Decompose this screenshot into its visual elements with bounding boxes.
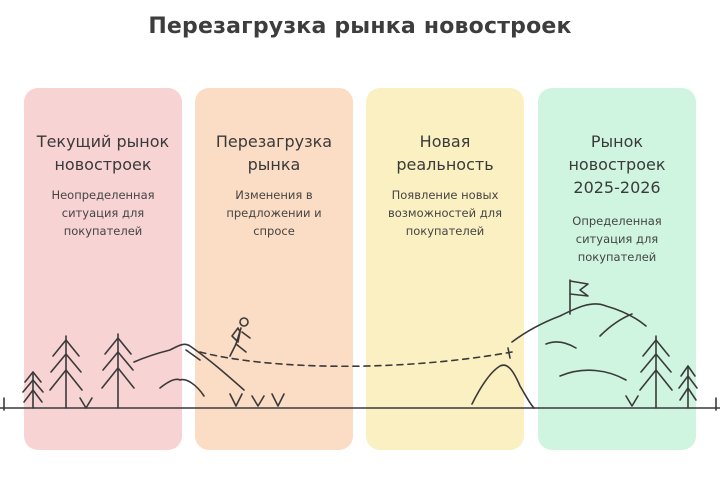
hill-icon xyxy=(511,303,647,381)
stage-title-line: новостроек xyxy=(54,155,152,174)
stage-desc-line: ситуация для xyxy=(61,206,145,220)
stage-title-line: реальность xyxy=(396,155,494,174)
stage-desc-line: предложении и xyxy=(226,206,322,220)
stage-title-line: Текущий рынок xyxy=(36,132,170,151)
stage-desc-line: спросе xyxy=(253,224,295,238)
grass-icon xyxy=(79,393,639,409)
stage-title: Текущий рынок новостроек xyxy=(24,130,182,176)
hill-icon xyxy=(133,343,245,397)
flag-icon xyxy=(569,279,589,315)
stage-title-line: новостроек xyxy=(568,155,666,174)
page-title: Перезагрузка рынка новостроек xyxy=(148,14,572,39)
hill-icon xyxy=(471,347,535,409)
stage-description: Неопределенная ситуация для покупателей xyxy=(24,186,182,240)
stage-panel-market-reset: Перезагрузка рынка Изменения в предложен… xyxy=(195,88,353,450)
stage-desc-line: Изменения в xyxy=(235,188,313,202)
pine-tree-icon xyxy=(22,371,44,409)
stage-desc-line: ситуация для xyxy=(575,232,659,246)
pine-tree-icon xyxy=(49,335,83,409)
stage-desc-line: покупателей xyxy=(405,224,485,238)
pine-tree-icon xyxy=(639,335,673,409)
stage-title: Новая реальность xyxy=(366,130,524,176)
stage-title-line: рынка xyxy=(247,155,301,174)
stage-description: Определенная ситуация для покупателей xyxy=(538,212,696,266)
ground-line xyxy=(0,397,720,411)
stage-title-line: Новая xyxy=(419,132,471,151)
stage-desc-line: Появление новых xyxy=(391,188,499,202)
stage-panel-market-2025-2026: Рынок новостроек 2025-2026 Определенная … xyxy=(538,88,696,450)
stage-desc-line: Неопределенная xyxy=(51,188,155,202)
stage-title: Перезагрузка рынка xyxy=(195,130,353,176)
stage-desc-line: возможностей для xyxy=(387,206,502,220)
stage-desc-line: Определенная xyxy=(572,214,662,228)
stage-title: Рынок новостроек 2025-2026 xyxy=(538,130,696,199)
journey-path xyxy=(199,351,513,368)
stage-title-line: 2025-2026 xyxy=(573,178,661,197)
stage-description: Изменения в предложении и спросе xyxy=(195,186,353,240)
stage-title-line: Перезагрузка xyxy=(215,132,333,151)
stage-desc-line: покупателей xyxy=(577,250,657,264)
stage-title-line: Рынок xyxy=(590,132,644,151)
stage-description: Появление новых возможностей для покупат… xyxy=(366,186,524,240)
pine-tree-icon xyxy=(678,365,698,409)
stage-panel-new-reality: Новая реальность Появление новых возможн… xyxy=(366,88,524,450)
stage-desc-line: покупателей xyxy=(63,224,143,238)
hiker-icon xyxy=(229,317,251,357)
pine-tree-icon xyxy=(101,333,135,409)
